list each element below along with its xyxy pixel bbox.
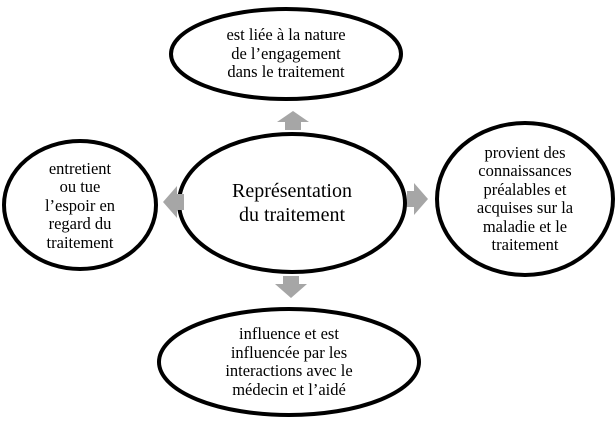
bottom-ellipse	[157, 307, 421, 417]
center-node-text: Représentation du traitement	[232, 180, 352, 226]
arrow-left	[163, 186, 184, 218]
left-ellipse	[2, 139, 158, 271]
top-ellipse	[169, 7, 403, 101]
right-node-text: provient des connaissances préalables et…	[476, 142, 574, 254]
arrow-up	[277, 111, 309, 130]
arrow-down	[275, 276, 307, 298]
arrow-right	[407, 183, 428, 215]
bottom-node-text: influence et est influencée par les inte…	[225, 324, 353, 399]
top-node-text: est liée à la nature de l’engagement dan…	[226, 25, 346, 82]
right-ellipse	[435, 121, 615, 277]
left-node-text: entretient ou tue l’espoir en regard du …	[44, 158, 116, 252]
